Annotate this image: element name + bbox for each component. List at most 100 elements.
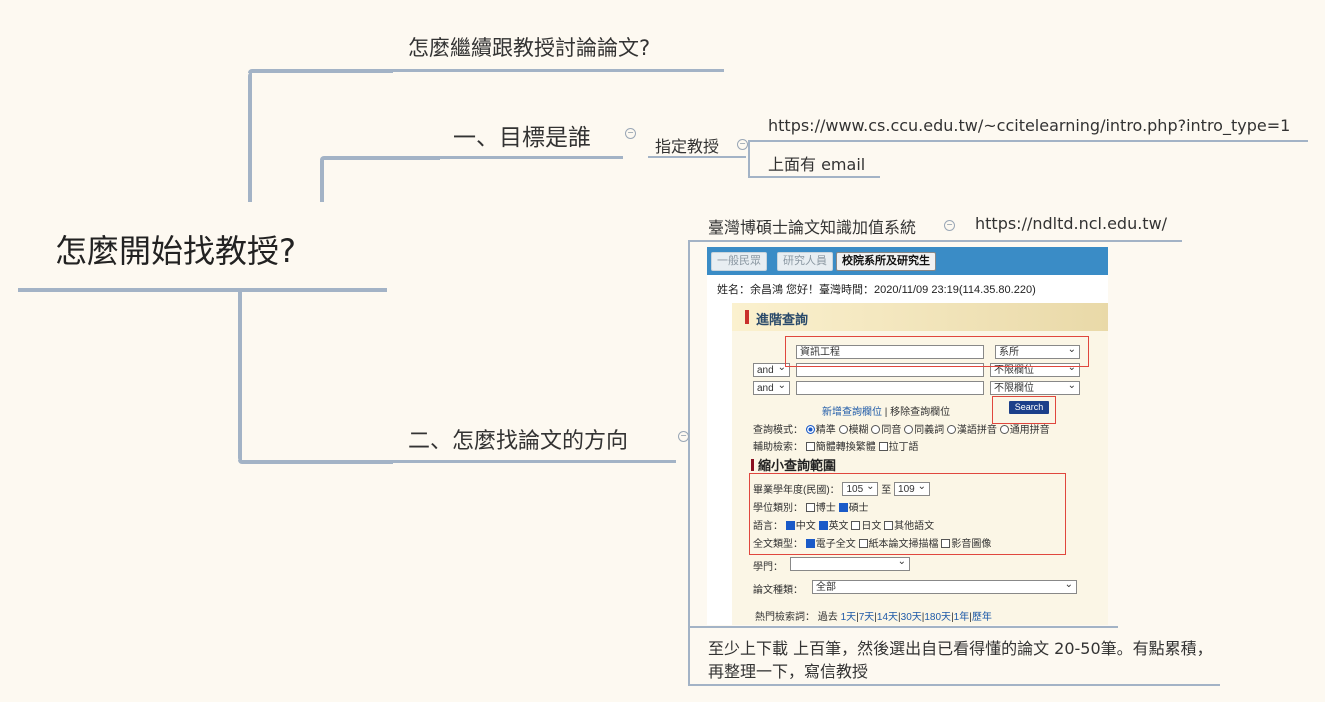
lang-option: 英文 — [828, 521, 849, 532]
hot-range: 1天 — [840, 612, 857, 623]
ndltd-screenshot: 一般民眾 研究人員 校院系所及研究生 姓名：余昌鴻 您好！臺灣時間：2020/1… — [707, 247, 1108, 625]
prof-connector — [748, 140, 750, 178]
radio-icon — [999, 425, 1009, 434]
hot-range: 180天 — [924, 612, 952, 623]
discipline-select — [790, 557, 910, 571]
mode-option: 漢語拼音 — [956, 425, 997, 436]
degree-label: 學位類別： — [753, 503, 803, 514]
query-input: 資訊工程 — [796, 345, 984, 359]
search-button: Search — [1009, 401, 1049, 414]
fulltext-option: 影音圖像 — [951, 539, 992, 550]
mode-option: 同義詞 — [914, 425, 945, 436]
highlight-search — [992, 396, 1056, 424]
checkbox-icon — [785, 521, 795, 530]
checkbox-icon — [858, 539, 868, 548]
year-label: 畢業學年度(民國)： — [753, 485, 840, 496]
hot-past: 過去 — [817, 612, 838, 623]
topic-target[interactable]: 一、目標是誰 — [453, 125, 591, 151]
hot-range: 14天 — [876, 612, 899, 623]
email-line — [750, 176, 880, 178]
fulltext-option: 電子全文 — [815, 539, 856, 550]
radio-icon — [904, 425, 914, 434]
ndltd-vertical — [688, 240, 690, 686]
checkbox-icon — [878, 442, 888, 451]
root-underline — [18, 288, 387, 292]
collapse-icon[interactable] — [678, 431, 689, 442]
collapse-icon[interactable] — [625, 128, 636, 139]
checkbox-icon — [838, 503, 848, 512]
topic-direction[interactable]: 二、怎麼找論文的方向 — [408, 429, 629, 454]
top-nav-bar: 一般民眾 研究人員 校院系所及研究生 — [707, 247, 1108, 275]
fulltext-row: 全文類型： 電子全文 紙本論文掃描檔 影音圖像 — [753, 535, 991, 550]
ndltd-url[interactable]: https://ndltd.ncl.edu.tw/ — [975, 214, 1168, 233]
collapse-icon[interactable] — [737, 139, 748, 150]
branch-target-h — [320, 156, 440, 160]
tab-public: 一般民眾 — [711, 252, 767, 271]
lang-row: 語言： 中文 英文 日文 其他語文 — [753, 517, 934, 532]
branch-target-v — [320, 157, 324, 202]
degree-row: 學位類別： 博士 碩士 — [753, 499, 869, 514]
branch-down-h — [238, 460, 393, 464]
lang-label: 語言： — [753, 521, 783, 532]
mode-label: 查詢模式： — [753, 425, 803, 436]
url-line — [750, 140, 1308, 142]
topic-prof[interactable]: 指定教授 — [655, 137, 720, 156]
lang-option: 中文 — [795, 521, 816, 532]
op-select-2: and — [753, 381, 790, 395]
narrow-title: 縮小查詢範圍 — [751, 455, 836, 474]
radio-icon — [838, 425, 848, 434]
fulltext-option: 紙本論文掃描檔 — [868, 539, 939, 550]
hot-row: 熱門檢索詞： 過去 1天|7天|14天|30天|180天|1年|歷年 — [755, 612, 992, 623]
branch-up — [248, 72, 252, 202]
checkbox-icon — [805, 539, 815, 548]
tab-researcher: 研究人員 — [777, 252, 833, 271]
discipline-label: 學門： — [753, 562, 783, 573]
query-input-3 — [796, 381, 984, 395]
direction-underline — [391, 460, 676, 463]
highlight-filters — [749, 473, 1066, 555]
hot-range: 7天 — [858, 612, 875, 623]
branch-down — [238, 290, 242, 462]
radio-icon — [805, 425, 815, 434]
prof-url[interactable]: https://www.cs.ccu.edu.tw/~ccitelearning… — [768, 116, 1291, 135]
collapse-icon[interactable] — [944, 220, 955, 231]
radio-icon — [946, 425, 956, 434]
hot-label: 熱門檢索詞： — [755, 612, 815, 623]
remove-field-link: 移除查詢欄位 — [890, 407, 951, 418]
link-separator: | — [884, 407, 888, 418]
checkbox-icon — [851, 521, 861, 530]
add-field-link: 新增查詢欄位 — [822, 407, 882, 418]
year-to-word: 至 — [881, 485, 892, 496]
topic-ndltd[interactable]: 臺灣博碩士論文知識加值系統 — [708, 218, 917, 237]
branch-up-horizontal — [248, 69, 393, 73]
field-links: 新增查詢欄位 | 移除查詢欄位 — [822, 403, 950, 418]
highlight-query — [785, 336, 1089, 367]
mode-row: 查詢模式： 精準 模糊 同音 同義詞 漢語拼音 通用拼音 — [753, 421, 1050, 436]
root-topic[interactable]: 怎麼開始找教授? — [55, 232, 296, 270]
aux-row: 輔助檢索： 簡體轉換繁體 拉丁語 — [753, 438, 919, 453]
download-note[interactable]: 至少上下載 上百筆，然後選出自已看得懂的論文 20-50筆。有點累積，再整理一下… — [708, 639, 1213, 681]
tab-school: 校院系所及研究生 — [836, 252, 936, 271]
greeting-text: 姓名：余昌鴻 您好！臺灣時間：2020/11/09 23:19(114.35.8… — [717, 284, 1036, 296]
checkbox-icon — [805, 503, 815, 512]
note-underline — [690, 684, 1220, 686]
mode-option: 模糊 — [848, 425, 869, 436]
topic-continue[interactable]: 怎麼繼續跟教授討論論文? — [408, 36, 651, 60]
degree-option: 碩士 — [848, 503, 869, 514]
degree-option: 博士 — [815, 503, 836, 514]
shot-underline — [690, 626, 1118, 628]
fulltext-label: 全文類型： — [753, 539, 803, 550]
radio-icon — [871, 425, 881, 434]
checkbox-icon — [818, 521, 828, 530]
prof-email-note[interactable]: 上面有 email — [768, 155, 866, 174]
hot-range: 歷年 — [971, 612, 992, 623]
aux-option: 拉丁語 — [888, 442, 919, 453]
checkbox-icon — [884, 521, 894, 530]
field-select-3: 不限欄位 — [990, 381, 1080, 395]
hot-range: 1年 — [953, 612, 970, 623]
mode-option: 通用拼音 — [1009, 425, 1050, 436]
checkbox-icon — [941, 539, 951, 548]
continue-underline — [391, 69, 724, 72]
advanced-search-panel: 進階查詢 資訊工程 系所 and 不限欄位 and 不限欄位 新增查詢欄位 | … — [732, 303, 1108, 625]
year-from-select: 105 — [842, 482, 879, 496]
